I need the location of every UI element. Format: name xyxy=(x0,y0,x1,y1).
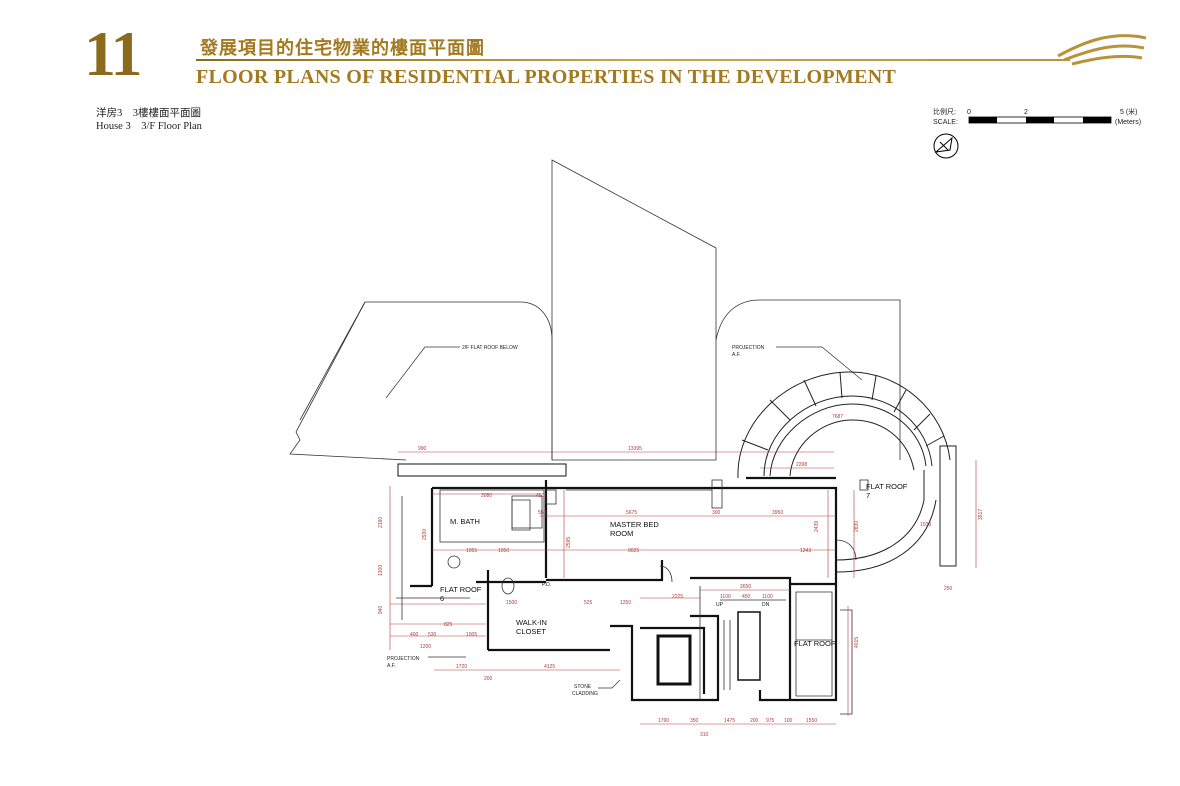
scale-bar: 比例尺: SCALE: 0 2 5 (米) (Meters) xyxy=(933,107,1141,126)
dim-825: 825 xyxy=(444,622,453,628)
dim-1720: 1720 xyxy=(456,664,467,670)
dim-1005: 1005 xyxy=(466,632,477,638)
label-master-bed-room: ROOM xyxy=(610,529,633,538)
title-rule xyxy=(196,59,1070,61)
dim-530: 530 xyxy=(428,632,437,638)
label-flat-roof-7: FLAT ROOF xyxy=(866,482,908,491)
dim-4015: 4015 xyxy=(854,637,860,648)
dim-400: 400 xyxy=(410,632,419,638)
dim-1475: 1475 xyxy=(724,718,735,724)
dim-2439: 2439 xyxy=(814,521,820,532)
dim-940: 940 xyxy=(378,605,384,614)
dim-450b: 450 xyxy=(742,594,751,600)
room-labels: M. BATH MASTER BED ROOM FLAT ROOF 7 FLAT… xyxy=(440,482,908,648)
dim-9025: 9025 xyxy=(628,548,639,554)
page-title-cn: 發展項目的住宅物業的樓面平面圖 xyxy=(200,38,485,58)
scale-label-en: SCALE: xyxy=(933,119,958,126)
dimension-text-vertical: 3917 2190 2930 1300 940 2595 2830 2439 4… xyxy=(378,509,984,648)
dim-2930: 2930 xyxy=(422,529,428,540)
dim-1033: 1033 xyxy=(920,522,931,528)
label-projection-top-af: A.F. xyxy=(732,352,741,358)
dim-200b: 200 xyxy=(750,718,759,724)
dim-2298: 2298 xyxy=(796,462,807,468)
label-up: UP xyxy=(716,602,724,608)
dim-1100b: 1100 xyxy=(762,594,773,600)
dim-1243: 1243 xyxy=(800,548,811,554)
dim-7687: 7687 xyxy=(832,414,843,420)
dim-1300: 1300 xyxy=(378,565,384,576)
dim-200: 200 xyxy=(484,676,493,682)
dim-4125: 4125 xyxy=(544,664,555,670)
label-flat-roof-7-num: 7 xyxy=(866,491,870,500)
dim-2595: 2595 xyxy=(566,537,572,548)
dim-2650: 2650 xyxy=(740,584,751,590)
dim-1250: 1250 xyxy=(620,600,631,606)
label-flat-roof-6-num: 6 xyxy=(440,594,444,603)
dim-13395: 13395 xyxy=(628,446,642,452)
scale-tick-0: 0 xyxy=(967,109,971,116)
dim-975: 975 xyxy=(766,718,775,724)
wave-logo-icon xyxy=(1057,34,1147,66)
label-walk-in-closet: CLOSET xyxy=(516,627,546,636)
label-pd: P.D. xyxy=(542,582,551,588)
label-stone: STONE xyxy=(574,684,592,690)
north-arrow-icon xyxy=(933,133,959,159)
dim-1100a: 1100 xyxy=(720,594,731,600)
scale-unit: (Meters) xyxy=(1115,119,1141,126)
label-projection-left: PROJECTION xyxy=(387,656,420,662)
scale-tick-2: 2 xyxy=(1024,109,1028,116)
dim-1055: 1055 xyxy=(466,548,477,554)
dim-250: 250 xyxy=(944,586,953,592)
dim-350: 350 xyxy=(690,718,699,724)
dim-2225: 2225 xyxy=(672,594,683,600)
dim-1500: 1500 xyxy=(506,600,517,606)
plan-subtitle-en: House 3 3/F Floor Plan xyxy=(96,121,202,132)
walls xyxy=(397,463,838,702)
dim-300: 300 xyxy=(712,510,721,516)
label-m-bath: M. BATH xyxy=(450,517,480,526)
annotation-labels: 2/F FLAT ROOF BELOW PROJECTION A.F. PROJ… xyxy=(387,345,765,697)
dim-3950: 3950 xyxy=(772,510,783,516)
label-projection-left-af: A.F. xyxy=(387,663,396,669)
roof-below-outline xyxy=(289,159,901,461)
dim-3080: 3080 xyxy=(481,493,492,499)
dim-550: 550 xyxy=(538,510,547,516)
label-dn: DN xyxy=(762,602,770,608)
label-cladding: CLADDING xyxy=(572,691,598,697)
label-flat-roof-right: FLAT ROOF xyxy=(794,639,836,648)
dim-450: 450 xyxy=(536,493,545,499)
small-labels: UP DN P.D. xyxy=(542,582,770,608)
dim-310: 310 xyxy=(700,732,709,738)
dim-100: 100 xyxy=(784,718,793,724)
leader-lines xyxy=(385,346,863,689)
dim-1050: 1050 xyxy=(498,548,509,554)
dimension-lines xyxy=(389,451,977,725)
curved-projection xyxy=(737,371,957,573)
section-number: 11 xyxy=(84,18,142,89)
dimension-text: 990 13395 2298 3080 450 5675 300 3950 55… xyxy=(410,414,953,738)
dim-5675: 5675 xyxy=(626,510,637,516)
label-master-bed: MASTER BED xyxy=(610,520,659,529)
label-walk-in: WALK-IN xyxy=(516,618,547,627)
dim-2830: 2830 xyxy=(854,521,860,532)
dim-1550: 1550 xyxy=(806,718,817,724)
label-projection-top: PROJECTION xyxy=(732,345,765,351)
scale-tick-5: 5 (米) xyxy=(1120,107,1138,116)
plan-subtitle-cn: 洋房3 3樓樓面平面圖 xyxy=(96,108,201,119)
label-flat-roof-6: FLAT ROOF xyxy=(440,585,482,594)
dim-3917: 3917 xyxy=(978,509,984,520)
dim-525: 525 xyxy=(584,600,593,606)
label-flat-roof-below: 2/F FLAT ROOF BELOW xyxy=(462,345,518,351)
scale-label-cn: 比例尺: xyxy=(933,107,956,116)
page-title-en: FLOOR PLANS OF RESIDENTIAL PROPERTIES IN… xyxy=(196,66,897,88)
dim-2190: 2190 xyxy=(378,517,384,528)
dim-1200: 1200 xyxy=(420,644,431,650)
dim-1790: 1790 xyxy=(658,718,669,724)
dim-990: 990 xyxy=(418,446,427,452)
